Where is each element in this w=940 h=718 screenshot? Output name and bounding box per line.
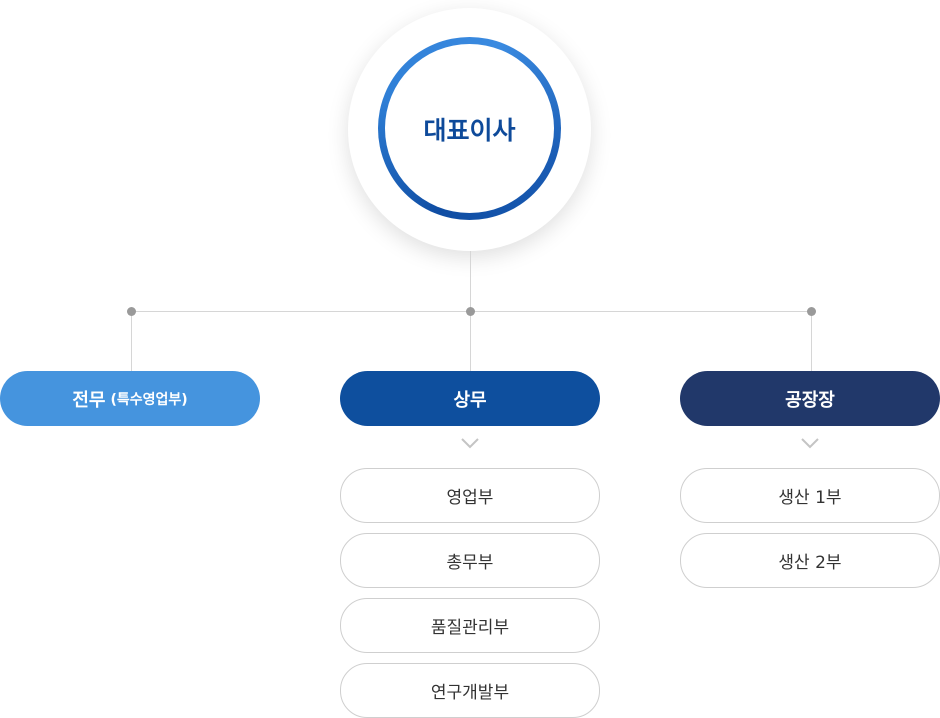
connector-dot-right bbox=[807, 307, 816, 316]
unit-research-development: 연구개발부 bbox=[340, 663, 600, 718]
chevron-down-icon bbox=[461, 438, 479, 449]
connector-dot-left bbox=[127, 307, 136, 316]
unit-production-1: 생산 1부 bbox=[680, 468, 940, 523]
department-managing-director: 상무 bbox=[340, 371, 600, 426]
department-sublabel: (특수영업부) bbox=[110, 391, 188, 408]
unit-label: 영업부 bbox=[446, 488, 494, 508]
ceo-label: 대표이사 bbox=[423, 115, 516, 145]
unit-label: 생산 1부 bbox=[778, 488, 842, 508]
department-label: 공장장 bbox=[785, 389, 835, 411]
department-executive-director: 전무 (특수영업부) bbox=[0, 371, 260, 426]
connector-line-mid bbox=[470, 311, 471, 371]
connector-line-right bbox=[811, 311, 812, 371]
unit-general-affairs: 총무부 bbox=[340, 533, 600, 588]
department-label: 전무 bbox=[72, 389, 106, 411]
unit-quality-control: 품질관리부 bbox=[340, 598, 600, 653]
connector-dot-mid bbox=[466, 307, 475, 316]
chevron-down-icon bbox=[801, 438, 819, 449]
unit-label: 생산 2부 bbox=[778, 553, 842, 573]
ceo-stem-line bbox=[470, 251, 471, 311]
unit-production-2: 생산 2부 bbox=[680, 533, 940, 588]
department-plant-manager: 공장장 bbox=[680, 371, 940, 426]
connector-line-left bbox=[131, 311, 132, 371]
department-label: 상무 bbox=[453, 389, 487, 411]
ceo-inner-circle: 대표이사 bbox=[385, 44, 554, 213]
unit-sales: 영업부 bbox=[340, 468, 600, 523]
unit-label: 총무부 bbox=[446, 553, 494, 573]
unit-label: 품질관리부 bbox=[430, 618, 510, 638]
unit-label: 연구개발부 bbox=[430, 683, 510, 703]
